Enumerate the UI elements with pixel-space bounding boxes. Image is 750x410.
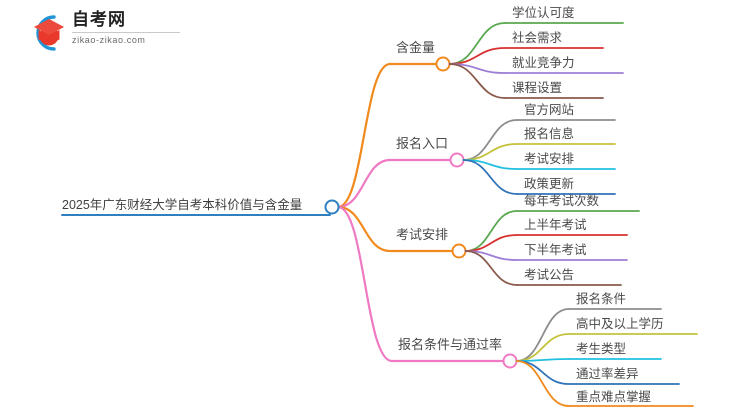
leaf-label-3-2[interactable]: 考生类型 [576, 342, 627, 356]
connector-curve [336, 205, 392, 253]
leaf-label-2-1[interactable]: 上半年考试 [524, 218, 587, 232]
logo-domain: zikao-zikao.com [72, 35, 146, 45]
connector-curve [448, 47, 506, 65]
mindmap-node-dot[interactable] [451, 243, 467, 259]
mindmap-root-label[interactable]: 2025年广东财经大学自考本科价值与含金量 [62, 198, 303, 212]
graduation-cap-icon [34, 15, 64, 51]
connector-curve [462, 159, 518, 195]
leaf-label-3-1[interactable]: 高中及以上学历 [576, 317, 664, 331]
leaf-label-0-2[interactable]: 就业竞争力 [512, 56, 575, 70]
connector-curve [464, 250, 518, 261]
mindmap-node-dot[interactable] [435, 56, 451, 72]
leaf-label-3-0[interactable]: 报名条件 [576, 292, 627, 306]
connector-curve [515, 360, 570, 407]
leaf-label-3-4[interactable]: 重点难点掌握 [576, 390, 652, 404]
connector-curve [462, 143, 518, 161]
connector-curve [515, 308, 570, 362]
logo-text: 自考网 zikao-zikao.com [72, 10, 184, 46]
branch-label-2[interactable]: 考试安排 [396, 227, 449, 242]
connector-curve [448, 63, 506, 99]
leaf-label-1-0[interactable]: 官方网站 [524, 103, 575, 117]
mindmap-node-dot[interactable] [502, 353, 518, 369]
branch-label-0[interactable]: 含金量 [396, 40, 436, 55]
mindmap-node-dot[interactable] [449, 152, 465, 168]
connector-curve [464, 250, 518, 286]
connector-curve [464, 210, 518, 252]
leaf-label-2-3[interactable]: 考试公告 [524, 268, 575, 282]
leaf-label-1-1[interactable]: 报名信息 [524, 127, 575, 141]
connector-curve [462, 159, 518, 170]
connector-curve [515, 358, 570, 362]
connector-curve [336, 62, 392, 209]
leaf-label-1-3[interactable]: 政策更新 [524, 177, 575, 191]
logo-title: 自考网 [72, 10, 126, 29]
connector-curve [464, 234, 518, 252]
connector-curve [515, 360, 570, 385]
connector-curve [336, 158, 392, 209]
site-logo[interactable]: 自考网 zikao-zikao.com [24, 8, 184, 54]
leaf-label-0-0[interactable]: 学位认可度 [512, 6, 575, 20]
leaf-label-1-2[interactable]: 考试安排 [524, 152, 575, 166]
leaf-label-0-1[interactable]: 社会需求 [512, 31, 563, 45]
branch-label-3[interactable]: 报名条件与通过率 [398, 337, 503, 352]
leaf-label-2-2[interactable]: 下半年考试 [524, 243, 587, 257]
branch-label-1[interactable]: 报名入口 [396, 136, 449, 151]
connector-curve [448, 63, 506, 74]
connector-curve [462, 119, 518, 161]
logo-divider [72, 32, 180, 33]
mindmap-node-dot[interactable] [324, 199, 340, 215]
connector-curve [515, 333, 570, 362]
leaf-label-2-0[interactable]: 每年考试次数 [524, 194, 600, 208]
leaf-label-3-3[interactable]: 通过率差异 [576, 367, 639, 381]
connector-curve [448, 22, 506, 65]
connector-curve [336, 205, 394, 363]
leaf-label-0-3[interactable]: 课程设置 [512, 81, 563, 95]
